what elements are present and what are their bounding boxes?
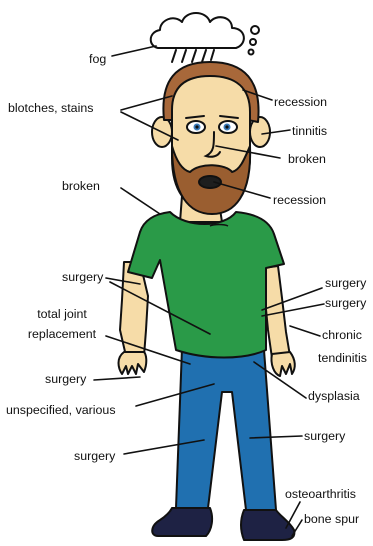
- label-dysplasia: dysplasia: [308, 389, 360, 403]
- leader-chronic-tendinitis: [290, 326, 320, 336]
- leader-broken-collarbone: [121, 188, 160, 214]
- shirt: [128, 212, 284, 358]
- label-broken-nose: broken: [288, 152, 326, 166]
- label-surgery-knee-left: surgery: [74, 449, 115, 463]
- leader-surgery-hand: [94, 377, 140, 380]
- left-hand: [119, 352, 147, 374]
- label-broken-collarbone: broken: [62, 179, 100, 193]
- thought-bubble: [249, 50, 254, 55]
- label-tinnitis: tinnitis: [292, 124, 327, 138]
- label-osteoarthritis: osteoarthritis: [285, 487, 356, 501]
- leader-fog: [112, 46, 156, 56]
- rain-lines: [172, 50, 214, 62]
- label-blotches-stains: blotches, stains: [8, 101, 93, 115]
- fog-cloud: [151, 13, 244, 48]
- label-total-joint-line1: total joint: [22, 307, 102, 321]
- leader-osteoarthritis: [286, 502, 300, 528]
- label-surgery-shoulder-right-1: surgery: [325, 276, 366, 290]
- thought-bubble: [250, 39, 256, 45]
- label-surgery-hand: surgery: [45, 372, 86, 386]
- label-chronic-tendinitis-line2: tendinitis: [318, 351, 373, 365]
- right-hand: [271, 352, 294, 376]
- right-shoe: [241, 510, 294, 540]
- label-total-joint-line2: replacement: [22, 327, 102, 341]
- label-fog: fog: [89, 52, 106, 66]
- pants: [176, 348, 276, 510]
- mouth: [199, 176, 221, 188]
- label-recession-hair: recession: [274, 95, 327, 109]
- label-bone-spur: bone spur: [304, 512, 359, 526]
- label-unspecified-various: unspecified, various: [6, 403, 116, 417]
- label-surgery-shoulder-left: surgery: [62, 270, 103, 284]
- thought-bubble: [251, 26, 259, 34]
- label-recession-gums: recession: [273, 193, 326, 207]
- label-surgery-shoulder-right-2: surgery: [325, 296, 366, 310]
- label-chronic-tendinitis-line1: chronic: [322, 328, 362, 342]
- label-surgery-knee-right: surgery: [304, 429, 345, 443]
- left-shoe: [152, 508, 212, 536]
